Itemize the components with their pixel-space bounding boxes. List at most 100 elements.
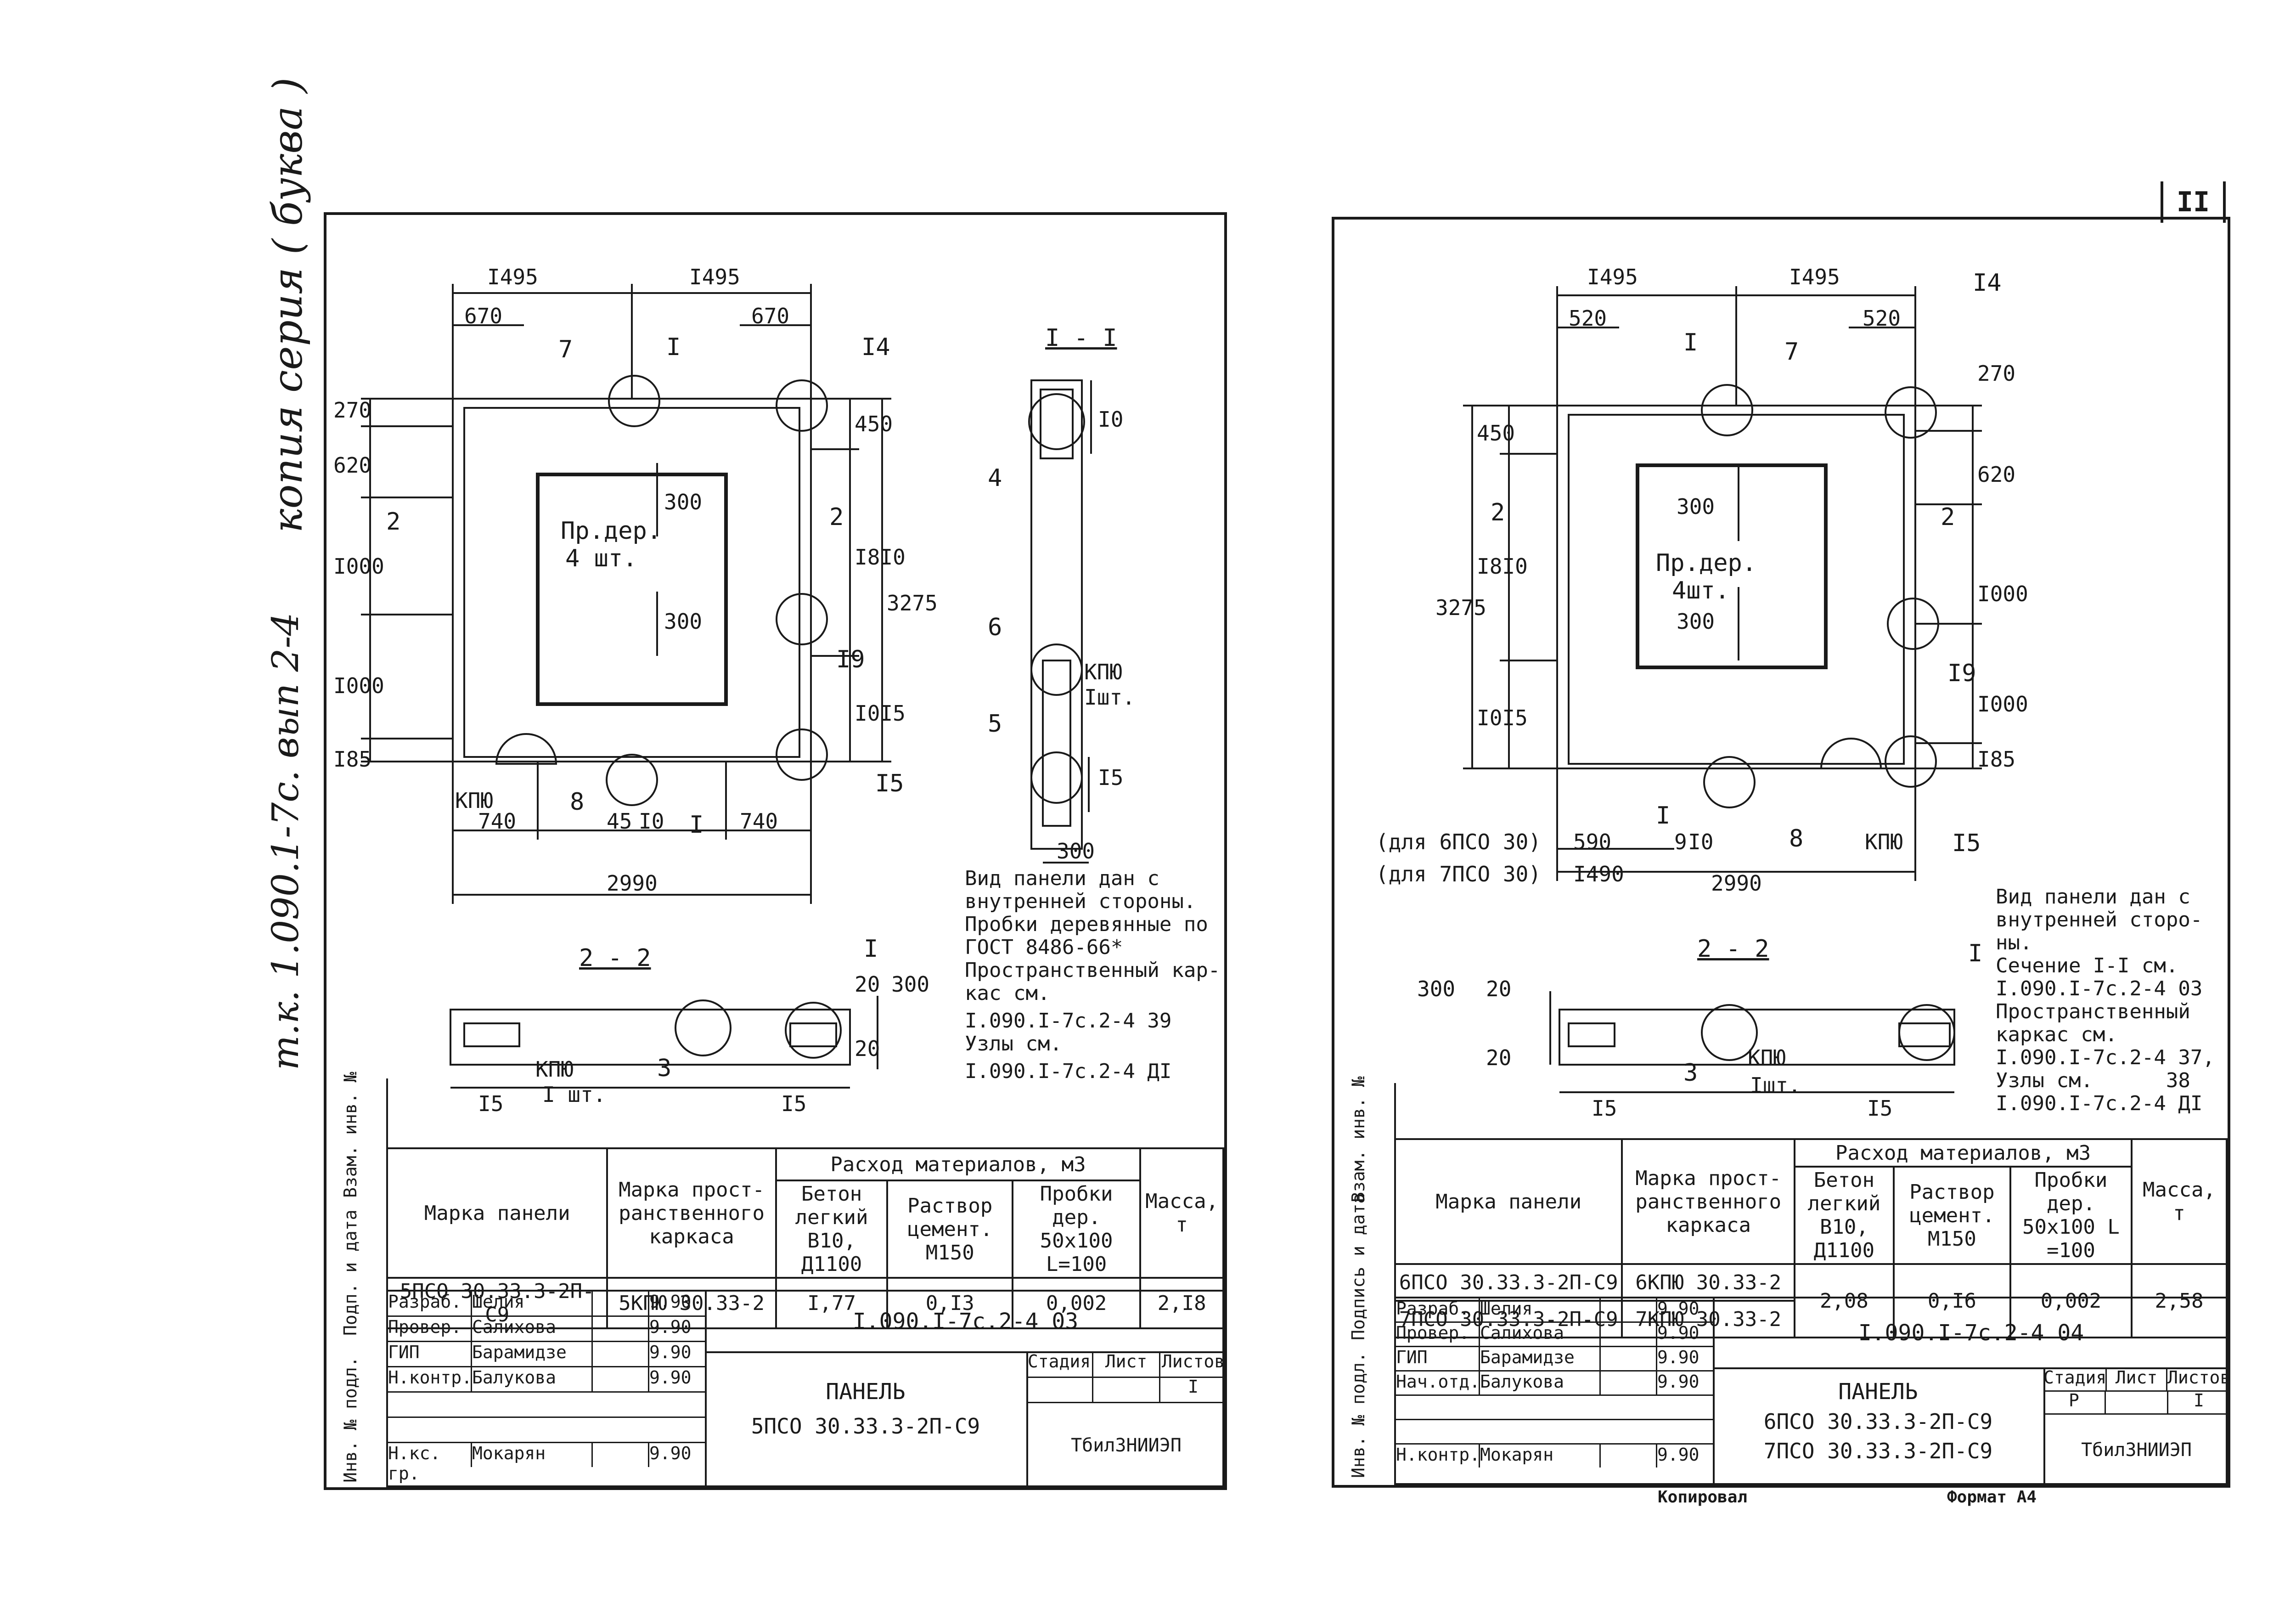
sheets-label: Листов [2167,1367,2231,1388]
hole-count: 4 шт. [565,545,637,572]
sig-role: ГИП [388,1342,472,1366]
hole-count: 4шт. [1672,577,1730,604]
sig-role: Нач.отд. [1396,1372,1480,1394]
section-1-1-dim-10: I0 [1098,407,1124,432]
dim-left-3275: 3275 [1435,595,1486,620]
section-1-1-kpyu: КПЮ [1084,660,1123,684]
th-materials: Расход материалов, м3 [1794,1138,2133,1168]
panel-title: ПАНЕЛЬ [826,1379,906,1405]
dim-inner-300b: 300 [1677,609,1715,634]
th-concrete: Бетон легкий В10, Д1100 [775,1180,889,1279]
section-2-2-dim-15a: I5 [478,1091,504,1116]
th-mortar: Раствор цемент. М150 [1892,1166,2011,1265]
panel-title-box: ПАНЕЛЬ 5ПСО 30.33.3-2П-С9 [705,1351,1028,1489]
section-1-1-title: I - I [1045,324,1117,352]
footer-copied: Копировал [1658,1488,1748,1507]
dim-inner-300b: 300 [664,609,703,634]
th-concrete: Бетон легкий В10, Д1100 [1794,1166,1895,1265]
margin-sign-label: Подпись и дата [1348,1193,1368,1340]
dim-left-1015: I0I5 [1477,706,1528,730]
callout-8: 8 [1789,825,1804,852]
sig-name: Балукова [472,1367,593,1391]
th-mark: Марка панели [1394,1138,1623,1265]
bottom-label-6: (для 6ПСО 30) [1376,830,1542,854]
callout-section-I-top: I [1683,329,1698,356]
sig-date: 9.90 [1657,1347,1699,1367]
margin-inv-label: Инв. № подл. [340,1356,360,1483]
note-line-1: Вид панели дан с [965,867,1159,890]
table-row: 6ПСО 30.33.3-2П-С9 6КПЮ 30.33-2 2,08 0,I… [1394,1263,2228,1338]
title-block-right: Разраб. Шелия 9.90 Провер. Салихова 9.90… [1394,1297,2231,1487]
sig-role: Провер. [1396,1323,1480,1346]
dim-right-185: I85 [1977,747,2016,772]
callout-7: 7 [558,336,573,363]
organization: ТбилЗНИИЭП [1071,1435,1182,1456]
sig-row: Разраб. Шелия 9.90 [1396,1298,1713,1323]
document-code: I.090.I-7с.2-4 03 [705,1292,1226,1353]
th-materials: Расход материалов, м3 [775,1147,1142,1181]
section-1-1-callout-6: 6 [988,614,1002,641]
th-plugs: Пробки дер. 50х100 L=100 [1011,1180,1142,1279]
section-2-2-title: 2 - 2 [579,944,651,972]
note-line-2: внутренней сторо- [1996,908,2203,931]
sheet-label: Лист [2107,1367,2167,1390]
sheets-value: I [2194,1390,2204,1411]
note-line-5: I.090.I-7с.2-4 03 [1996,977,2203,1000]
cell-plugs: 0,002 [1011,1277,1142,1329]
stage-values: I [1026,1377,1226,1403]
drawing-sheet-right: I495 I495 520 520 270 620 I000 I000 I85 … [1332,217,2230,1488]
dim-right-450: 450 [855,412,893,436]
sig-row: Разраб. Шелия 9.90 [388,1292,705,1317]
sig-name: Барамидзе [472,1342,593,1366]
section-2-2-dim-300: 300 [891,972,930,997]
callout-14: I4 [861,333,890,361]
sig-row: Нач.отд. Балукова 9.90 [1396,1372,1713,1396]
sig-date: 9.90 [649,1342,692,1362]
dim-bottom-45: 45 [607,809,632,834]
panel-title: ПАНЕЛЬ [1838,1379,1918,1405]
dim-bottom-9: 9 [1674,830,1687,854]
dim-left-1810: I8I0 [1477,554,1528,579]
th-frame: Марка прост- ранственного каркаса [1621,1138,1796,1265]
cell-concrete: 2,08 [1794,1263,1895,1338]
margin-column-left: Инв. № подл. Подп. и дата Взам. инв. № [326,1072,388,1487]
note-line-6: Пространственный [1996,1000,2190,1023]
sig-date: 9.90 [1657,1298,1699,1319]
page-number: II [2176,186,2210,218]
note-line-3: Пробки деревянные по [965,913,1208,936]
callout-section-I-bottom: I [689,811,704,839]
th-plugs: Пробки дер. 50х100 L =100 [2009,1166,2133,1265]
note-line-8: Узлы см. [965,1032,1062,1055]
section-1-1-callout-5: 5 [988,710,1002,738]
section-2-2-dim-20b: 20 [1486,1045,1512,1070]
section-1-1-dim-15: I5 [1098,765,1124,790]
section-1-1-callout-4: 4 [988,464,1002,492]
dim-right-1810: I8I0 [855,545,906,570]
dim-top-1: I495 [487,265,538,289]
table-row: 7ПСО 30.33.3-2П-С9 7КПЮ 30.33-2 [1394,1300,2227,1338]
panel-drawing-left [361,284,1092,1089]
sig-date: 9.90 [649,1367,692,1388]
note-line-1: Вид панели дан с [1996,885,2190,909]
organization: ТбилЗНИИЭП [2081,1439,2192,1461]
dim-inner-top-1: 520 [1569,306,1607,331]
sig-name: Балукова [1480,1372,1601,1394]
sig-role: Разраб. [388,1292,472,1315]
cell-frame: 6КПЮ 30.33-2 [1621,1263,1796,1302]
hole-label: Пр.дер. [1656,549,1757,577]
cell-mortar: 0,I6 [1892,1263,2011,1338]
section-2-2-callout-3: 3 [657,1055,672,1082]
section-2-2-callout-I: I [1968,940,1983,967]
th-mass: Масса, т [1139,1147,1224,1279]
note-line-10: I.090.I-7с.2-4 ДI [1996,1092,2203,1115]
dim-bottom-740b: 740 [740,809,778,834]
dim-left-1000a: I000 [333,554,384,579]
stage-value: Р [2043,1390,2106,1413]
sig-role: Н.контр. [388,1367,472,1391]
side-note-handwritten: копия серия ( буква ) [264,77,311,533]
callout-2-right: 2 [1941,503,1955,531]
dim-right-1000b: I000 [1977,692,2028,717]
dim-right-620: 620 [1977,462,2016,487]
margin-sign-label: Подп. и дата [340,1209,360,1336]
section-2-2-dim-15b: I5 [781,1091,807,1116]
